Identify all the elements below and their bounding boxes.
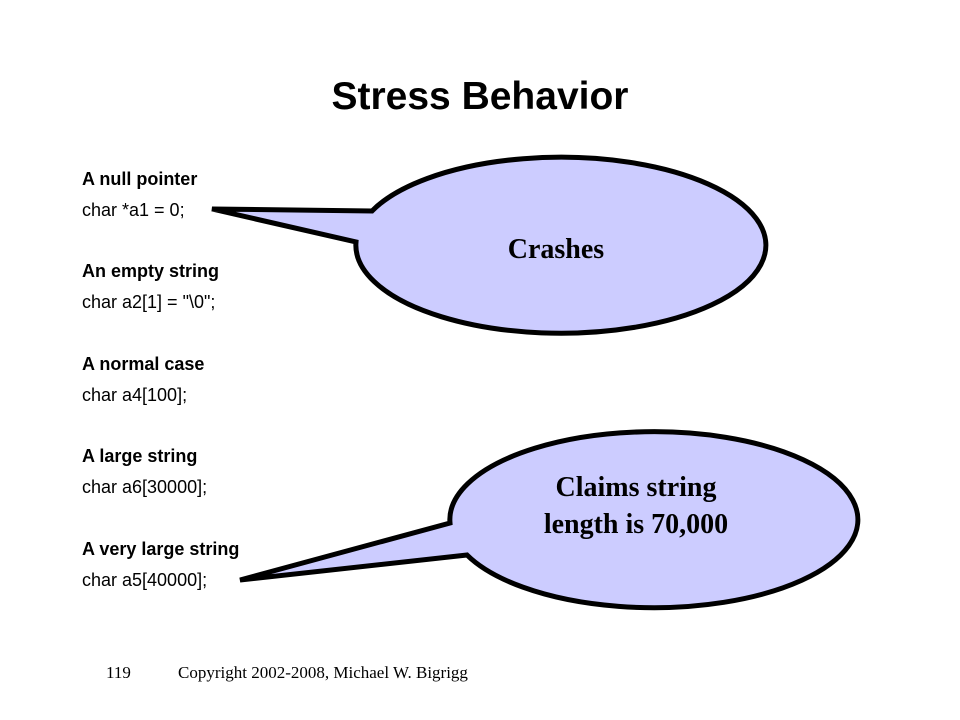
case-very-large-string: A very large string char a5[40000];	[82, 538, 239, 591]
callout-text-line-1: Claims string	[556, 472, 717, 503]
case-null-pointer: A null pointer char *a1 = 0;	[82, 168, 197, 221]
callout-crashes: Crashes	[211, 154, 769, 336]
callout-text: Crashes	[508, 234, 605, 265]
case-large-string: A large string char a6[30000];	[82, 445, 207, 498]
case-heading: A very large string	[82, 539, 240, 559]
case-heading: A null pointer	[82, 169, 198, 189]
callout-bubble-shape	[239, 429, 861, 611]
callout-claims: Claims string length is 70,000	[239, 429, 861, 611]
case-code: char a4[100];	[82, 385, 188, 405]
callout-bubble-shape	[211, 154, 769, 336]
case-heading: An empty string	[82, 261, 220, 281]
case-normal: A normal case char a4[100];	[82, 353, 204, 406]
case-code: char a6[30000];	[82, 477, 208, 497]
case-code: char *a1 = 0;	[82, 200, 185, 220]
case-code: char a5[40000];	[82, 570, 208, 590]
slide-title: Stress Behavior	[331, 75, 629, 118]
case-heading: A large string	[82, 446, 198, 466]
callout-text-line-2: length is 70,000	[544, 509, 728, 540]
case-code: char a2[1] = "\0";	[82, 292, 216, 312]
case-heading: A normal case	[82, 354, 205, 374]
page-number: 119	[106, 663, 131, 682]
copyright-notice: Copyright 2002-2008, Michael W. Bigrigg	[178, 663, 468, 682]
case-empty-string: An empty string char a2[1] = "\0";	[82, 260, 219, 313]
